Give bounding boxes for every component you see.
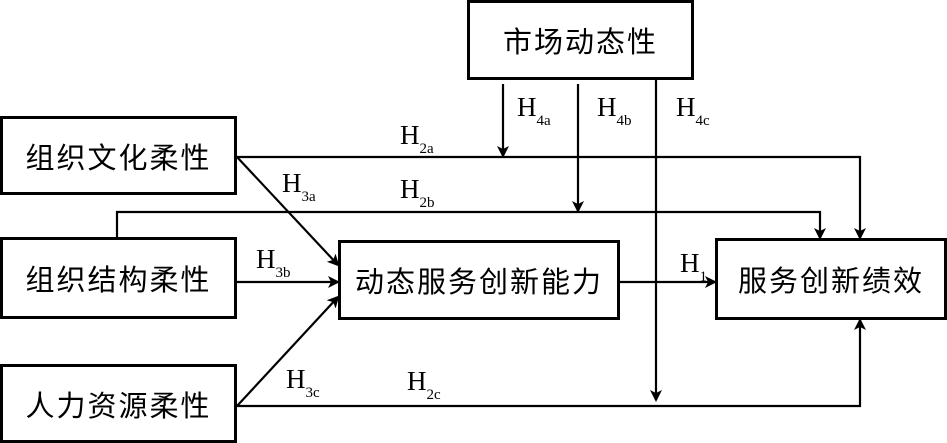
org-culture-flexibility-label: 组织文化柔性 [25, 140, 212, 175]
arrow-h2a [237, 155, 866, 240]
org-culture-flexibility-box: 组织文化柔性 [0, 116, 237, 195]
org-structure-flexibility-label: 组织结构柔性 [25, 263, 212, 297]
arrow-h2c [237, 318, 866, 408]
label-h3c: H3c [286, 364, 320, 401]
label-h2a: H2a [400, 120, 434, 157]
arrow-h3c [236, 295, 340, 407]
market-dynamism-label: 市场动态性 [502, 25, 658, 59]
hr-flexibility-box: 人力资源柔性 [0, 364, 237, 443]
label-h4c: H4c [676, 92, 710, 129]
org-structure-flexibility-box: 组织结构柔性 [0, 237, 237, 319]
arrow-h3a [236, 156, 340, 267]
label-h2b: H2b [400, 174, 435, 211]
label-h3b: H3b [256, 244, 291, 281]
label-h3a: H3a [282, 168, 316, 205]
dynamic-service-innovation-box: 动态服务创新能力 [338, 240, 620, 320]
service-innovation-performance-box: 服务创新绩效 [715, 238, 947, 320]
label-h1: H1 [680, 248, 707, 285]
service-innovation-performance-label: 服务创新绩效 [737, 264, 924, 298]
market-dynamism-box: 市场动态性 [467, 0, 694, 80]
label-h4a: H4a [517, 92, 551, 129]
dynamic-service-innovation-label: 动态服务创新能力 [354, 265, 603, 299]
label-h2c: H2c [407, 366, 441, 403]
arrow-h2b [115, 210, 826, 240]
label-h4b: H4b [597, 92, 632, 129]
hr-flexibility-label: 人力资源柔性 [25, 388, 212, 423]
